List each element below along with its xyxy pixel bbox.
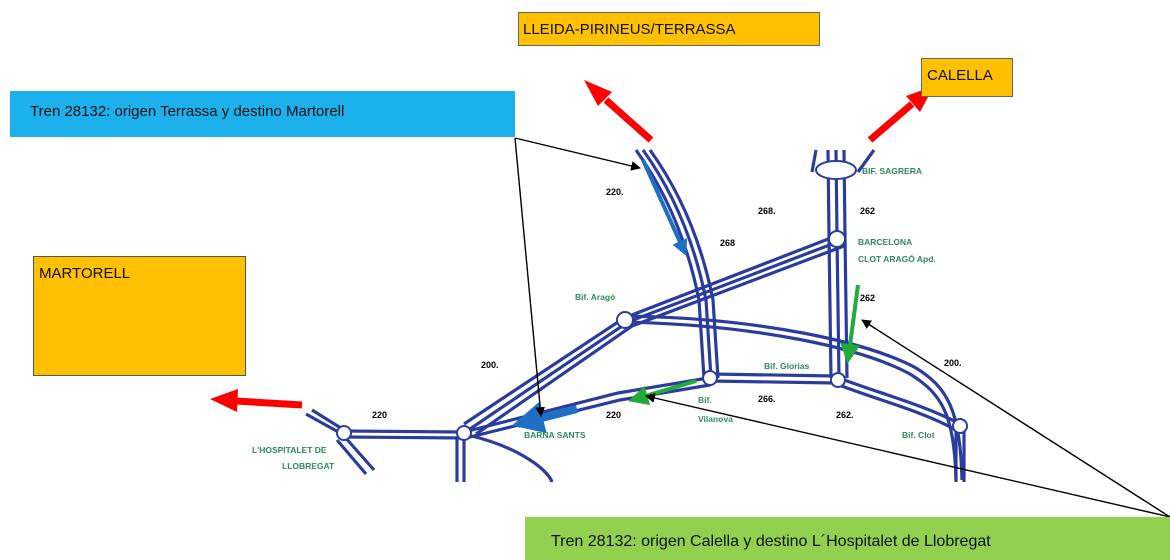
node-bif-sagrera [815, 160, 857, 180]
track-number: 266. [758, 394, 776, 404]
label-hospitalet-2: LLOBREGAT [282, 461, 335, 471]
track-number: 262 [860, 293, 875, 303]
blue-route-arrow [511, 402, 578, 434]
track-number: 220 [372, 410, 387, 420]
green-route-arrow [628, 379, 697, 406]
line-220-north [634, 149, 720, 379]
callout-box-tren-calella: Tren 28132: origen Calella y destino L´H… [525, 517, 1170, 560]
label-bif-clot: Bif. Clot [902, 430, 935, 440]
label-barcelona: BARCELONA [858, 237, 912, 247]
label-hospitalet-1: L'HOSPITALET DE [252, 445, 327, 455]
track-number: 268. [758, 206, 776, 216]
node-barcelona [828, 230, 846, 248]
label-bif: Bif. [698, 395, 712, 405]
line-266 [709, 372, 837, 385]
stub-tracks [305, 149, 966, 483]
label-clot-arago: CLOT ARAGÓ Apd. [858, 253, 936, 264]
red-arrow-lleida [584, 80, 654, 143]
track-number: 262 [860, 206, 875, 216]
label-bif-sagrera: BIF. SAGRERA [862, 166, 922, 176]
destination-label-lleida: LLEIDA-PIRINEUS/TERRASSA [518, 12, 820, 46]
line-268 [463, 234, 845, 436]
destination-label-calella: CALELLA [921, 58, 1013, 97]
node-barna-sants [456, 425, 472, 441]
label-bif-glories: Bif. Glorias [764, 361, 810, 371]
track-number: 200. [944, 358, 962, 368]
node-bif-clot [952, 418, 968, 434]
callout-tren2 [645, 319, 1170, 518]
callout-box-tren-terrassa: Tren 28132: origen Terrassa y destino Ma… [10, 91, 515, 137]
track-number: 200. [481, 360, 499, 370]
destination-label-martorell: MARTORELL [33, 256, 246, 376]
node-bif-glories [830, 372, 846, 388]
line-262-south [838, 376, 961, 432]
line-200 [623, 314, 964, 481]
track-number: 262. [836, 410, 854, 420]
node-hospitalet [336, 425, 352, 441]
callout-tren1 [514, 137, 641, 417]
red-arrow-martorell [210, 389, 303, 412]
track-number: 220 [606, 410, 621, 420]
line-262 [826, 149, 849, 379]
node-bif-arago [616, 311, 634, 329]
green-route-arrow [840, 284, 861, 364]
line-220-west [344, 429, 465, 440]
label-bif-arago: Bif. Aragó [575, 292, 615, 302]
track-number: 268 [720, 238, 735, 248]
blue-route-arrow [641, 159, 688, 256]
label-barna-sants: BARNA SANTS [524, 430, 586, 440]
node-bif-vilanova [702, 370, 718, 386]
label-vilanova: Vilanova [698, 414, 733, 424]
track-number: 220. [606, 187, 624, 197]
